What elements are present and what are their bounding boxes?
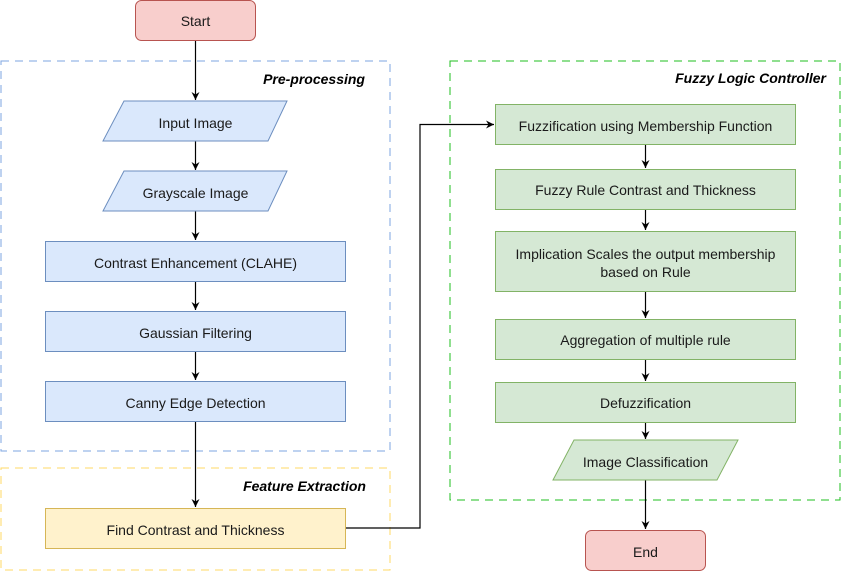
node-input-image[interactable]: Input Image: [102, 100, 288, 142]
node-end-label: End: [633, 544, 658, 560]
node-start-label: Start: [181, 13, 211, 29]
node-image-classification[interactable]: Image Classification: [552, 439, 739, 481]
edges: [191, 40, 650, 529]
node-clahe-label: Contrast Enhancement (CLAHE): [94, 255, 297, 271]
edge-findcontrast-fuzzification: [345, 120, 494, 529]
group-feature-extraction: Feature Extraction: [0, 467, 391, 571]
node-gaussian-filtering[interactable]: Gaussian Filtering: [45, 311, 346, 352]
node-implication-label-line1: Implication Scales the output membership: [516, 246, 776, 262]
node-grayscale-image[interactable]: Grayscale Image: [102, 170, 288, 212]
node-clahe[interactable]: Contrast Enhancement (CLAHE): [45, 241, 346, 282]
node-aggregation[interactable]: Aggregation of multiple rule: [495, 319, 796, 360]
group-fuzzy-logic-controller-label: Fuzzy Logic Controller: [675, 70, 827, 86]
node-fuzzification[interactable]: Fuzzification using Membership Function: [495, 104, 796, 145]
group-feature-extraction-label: Feature Extraction: [243, 478, 366, 494]
node-find-contrast-thickness-label: Find Contrast and Thickness: [107, 522, 285, 538]
node-input-image-label: Input Image: [159, 115, 233, 131]
node-fuzzy-rule-label: Fuzzy Rule Contrast and Thickness: [535, 182, 756, 198]
node-image-classification-label: Image Classification: [583, 454, 708, 470]
node-implication-label-line2: based on Rule: [600, 264, 691, 280]
node-aggregation-label: Aggregation of multiple rule: [560, 332, 731, 348]
node-fuzzy-rule[interactable]: Fuzzy Rule Contrast and Thickness: [495, 169, 796, 210]
node-defuzzification-label: Defuzzification: [600, 395, 691, 411]
node-fuzzification-label: Fuzzification using Membership Function: [519, 118, 773, 134]
node-find-contrast-thickness[interactable]: Find Contrast and Thickness: [45, 508, 346, 549]
node-defuzzification[interactable]: Defuzzification: [495, 382, 796, 423]
group-preprocessing-label: Pre-processing: [263, 71, 365, 87]
node-grayscale-image-label: Grayscale Image: [143, 185, 249, 201]
node-gaussian-filtering-label: Gaussian Filtering: [139, 325, 252, 341]
node-start[interactable]: Start: [135, 0, 256, 41]
node-canny-edge-detection[interactable]: Canny Edge Detection: [45, 381, 346, 422]
node-implication[interactable]: Implication Scales the output membership…: [495, 231, 796, 292]
node-canny-edge-detection-label: Canny Edge Detection: [125, 395, 265, 411]
node-end[interactable]: End: [585, 530, 706, 571]
